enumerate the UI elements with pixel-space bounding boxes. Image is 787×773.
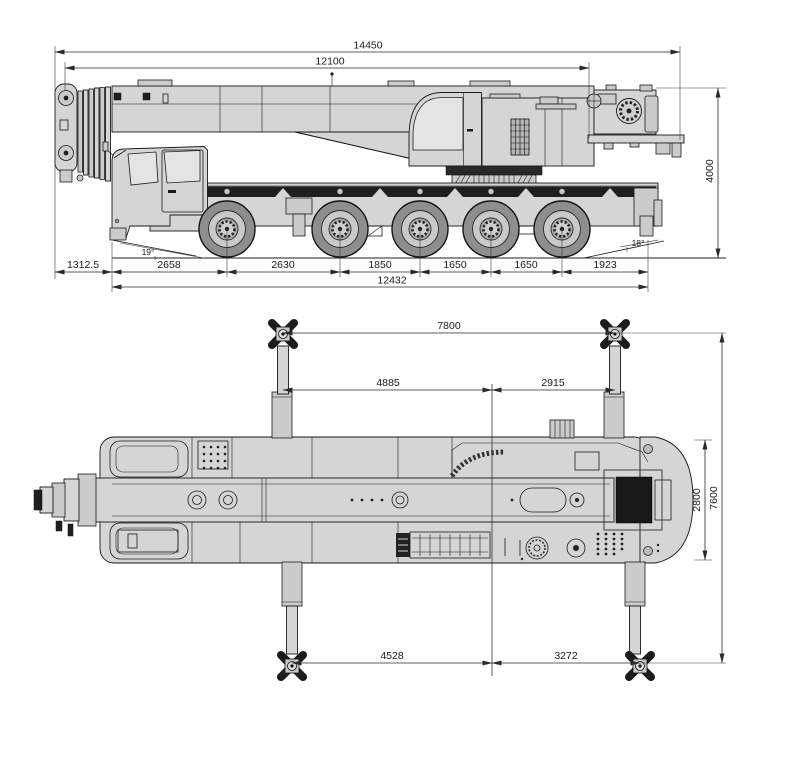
dim-overall-height: 4000 bbox=[704, 159, 716, 183]
dim-rear-outrigger-left: 4528 bbox=[380, 650, 404, 662]
boom-slot bbox=[519, 487, 567, 513]
dim-outrigger-base-length: 7600 bbox=[708, 486, 720, 510]
counterweight-platform bbox=[587, 134, 685, 158]
dotted-panel bbox=[197, 440, 229, 470]
top-view-dimensions: 7800 4885 2915 2800 7600 4528 3272 bbox=[282, 320, 726, 666]
perforated-panel bbox=[596, 532, 624, 556]
side-view-crane-drawing bbox=[54, 72, 726, 277]
access-ladder-plan bbox=[409, 531, 491, 559]
side-mirror bbox=[102, 141, 109, 152]
plan-deck-details bbox=[109, 419, 649, 563]
boom-head bbox=[54, 83, 111, 183]
cab-plan-right bbox=[109, 522, 189, 560]
engine-vent-grille bbox=[510, 118, 530, 156]
cab-door-window bbox=[163, 150, 201, 184]
dim-front-outrigger-right: 2915 bbox=[541, 377, 565, 389]
dim-axle5-rear: 1923 bbox=[593, 259, 617, 271]
side-view-dimensions: 14450 12100 4000 1312.5 2658 2630 1850 1… bbox=[54, 40, 726, 292]
dim-departure-angle: 18° bbox=[632, 238, 645, 248]
dim-vehicle-width: 2800 bbox=[691, 488, 703, 512]
dim-front-to-axle1: 2658 bbox=[157, 259, 181, 271]
wheels bbox=[197, 199, 592, 277]
winch-plan bbox=[525, 536, 586, 560]
dim-axle2-axle3: 1850 bbox=[368, 259, 392, 271]
dim-secondary-length: 12100 bbox=[315, 56, 344, 68]
counterweight-plan bbox=[615, 476, 653, 524]
driver-cab bbox=[102, 141, 208, 257]
exhaust-stack bbox=[549, 419, 575, 439]
outrigger-front-right bbox=[604, 323, 626, 439]
crane-cab bbox=[408, 92, 482, 167]
dim-front-overhang: 1312.5 bbox=[67, 259, 99, 271]
outrigger-rear-right bbox=[624, 561, 651, 677]
side-view: 14450 12100 4000 1312.5 2658 2630 1850 1… bbox=[54, 40, 726, 292]
dim-approach-angle: 19° bbox=[142, 247, 155, 257]
dim-overall-length: 14450 bbox=[353, 40, 382, 52]
dim-outrigger-span-width: 7800 bbox=[437, 320, 461, 332]
dim-frame-length: 12432 bbox=[377, 275, 406, 287]
dim-axle1-axle2: 2630 bbox=[271, 259, 295, 271]
top-view-crane-drawing bbox=[33, 323, 694, 677]
cab-plan-left bbox=[109, 440, 189, 478]
outrigger-front-left bbox=[272, 323, 294, 439]
hoist-winch bbox=[586, 84, 659, 135]
dim-axle4-axle5: 1650 bbox=[514, 259, 538, 271]
boom-plan bbox=[33, 473, 615, 537]
outrigger-rear-left bbox=[281, 561, 303, 677]
dim-front-outrigger-left: 4885 bbox=[376, 377, 400, 389]
dim-rear-outrigger-right: 3272 bbox=[554, 650, 578, 662]
dim-axle3-axle4: 1650 bbox=[443, 259, 467, 271]
cab-front-window bbox=[127, 151, 159, 186]
superstructure bbox=[408, 84, 685, 184]
rear-rounded-end bbox=[639, 436, 694, 564]
top-view: 7800 4885 2915 2800 7600 4528 3272 bbox=[33, 320, 726, 677]
slew-ring bbox=[445, 165, 543, 184]
rear-deck-plan bbox=[396, 444, 672, 561]
